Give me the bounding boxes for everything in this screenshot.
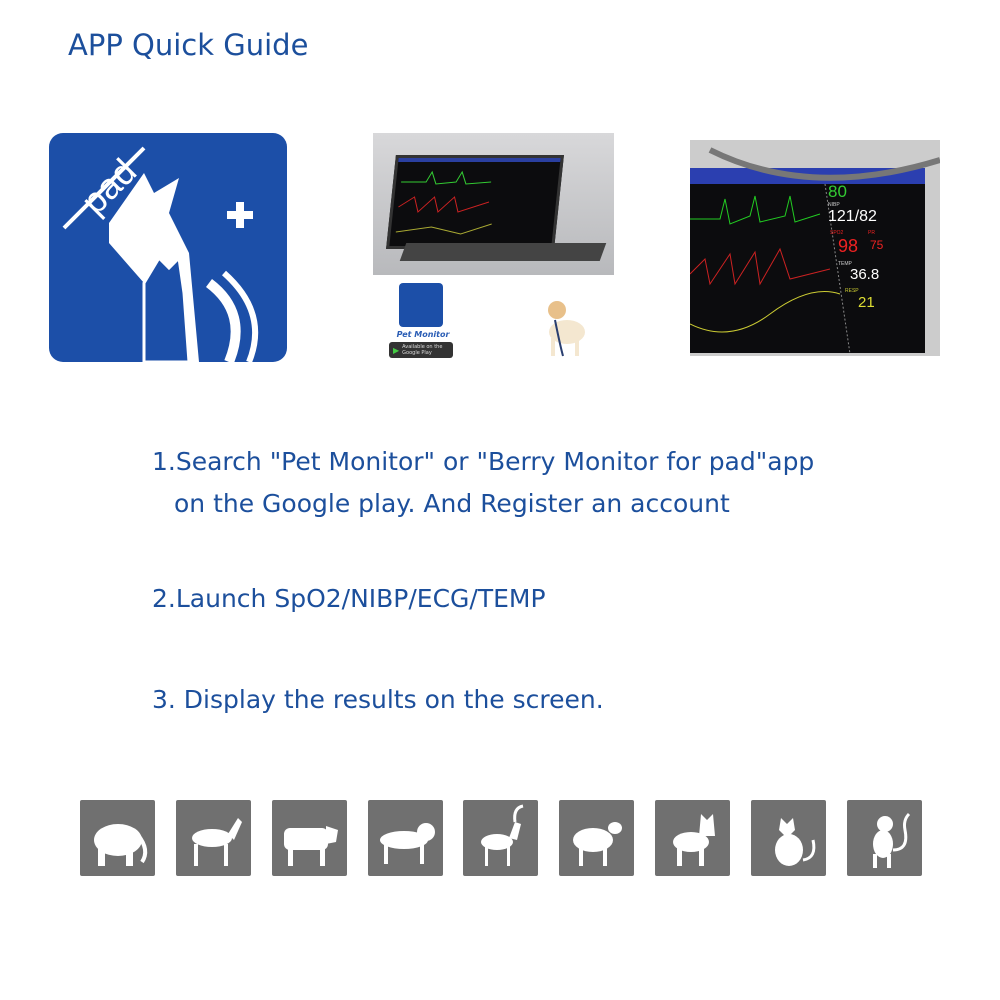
cat-icon xyxy=(775,818,816,866)
cat-tile xyxy=(751,800,826,876)
monkey-tile xyxy=(847,800,922,876)
dog-icon xyxy=(673,814,715,866)
goat-tile xyxy=(463,800,538,876)
spo2-value: 98 xyxy=(838,236,859,256)
lion-tile xyxy=(368,800,443,876)
patient-monitor-photo: 80 NIBP 121/82 SPO2 98 PR 75 TEMP 36.8 R… xyxy=(690,140,940,356)
pet-monitor-app-logo: pad xyxy=(49,133,287,362)
pet-monitor-app-icon[interactable] xyxy=(399,283,443,327)
tablet-photo xyxy=(373,133,614,275)
heart-rate-value: 80 xyxy=(828,182,847,201)
badge-line2: Google Play xyxy=(402,350,432,356)
step-1-line1: 1.Search "Pet Monitor" or "Berry Monitor… xyxy=(152,447,815,476)
nibp-label: NIBP xyxy=(828,202,840,208)
sheep-tile xyxy=(559,800,634,876)
monitor-screen: 80 NIBP 121/82 SPO2 98 PR 75 TEMP 36.8 R… xyxy=(690,168,925,354)
pet-silhouette-icon: pad xyxy=(62,146,259,362)
temp-label: TEMP xyxy=(838,261,852,267)
step-3: 3. Display the results on the screen. xyxy=(152,685,604,714)
zebra-tile xyxy=(176,800,251,876)
step-2: 2.Launch SpO2/NIBP/ECG/TEMP xyxy=(152,584,546,613)
zebra-icon xyxy=(192,818,242,866)
app-name-label: Pet Monitor xyxy=(396,330,450,339)
step-1-line2: on the Google play. And Register an acco… xyxy=(174,489,730,518)
resp-value: 21 xyxy=(858,294,875,311)
bull-tile xyxy=(272,800,347,876)
pr-value: 75 xyxy=(870,238,884,252)
lion-icon xyxy=(380,823,435,864)
resp-label: RESP xyxy=(845,288,859,294)
pr-label: PR xyxy=(868,230,875,236)
badge-line1: Available on the xyxy=(402,344,443,350)
mammoth-tile xyxy=(80,800,155,876)
sheep-icon xyxy=(573,822,622,866)
puppy-with-stethoscope-image xyxy=(548,301,585,357)
monkey-icon xyxy=(873,812,911,868)
play-icon: ▶ xyxy=(393,345,400,355)
temp-value: 36.8 xyxy=(850,266,880,283)
mammoth-icon xyxy=(94,824,148,866)
tablet-screen xyxy=(386,155,564,249)
step-1: 1.Search "Pet Monitor" or "Berry Monitor… xyxy=(152,441,814,525)
goat-icon xyxy=(481,804,524,866)
bull-icon xyxy=(284,826,338,866)
nibp-value: 121/82 xyxy=(828,208,877,225)
spo2-label: SPO2 xyxy=(830,230,844,236)
dog-tile xyxy=(655,800,730,876)
page-title: APP Quick Guide xyxy=(68,28,309,62)
